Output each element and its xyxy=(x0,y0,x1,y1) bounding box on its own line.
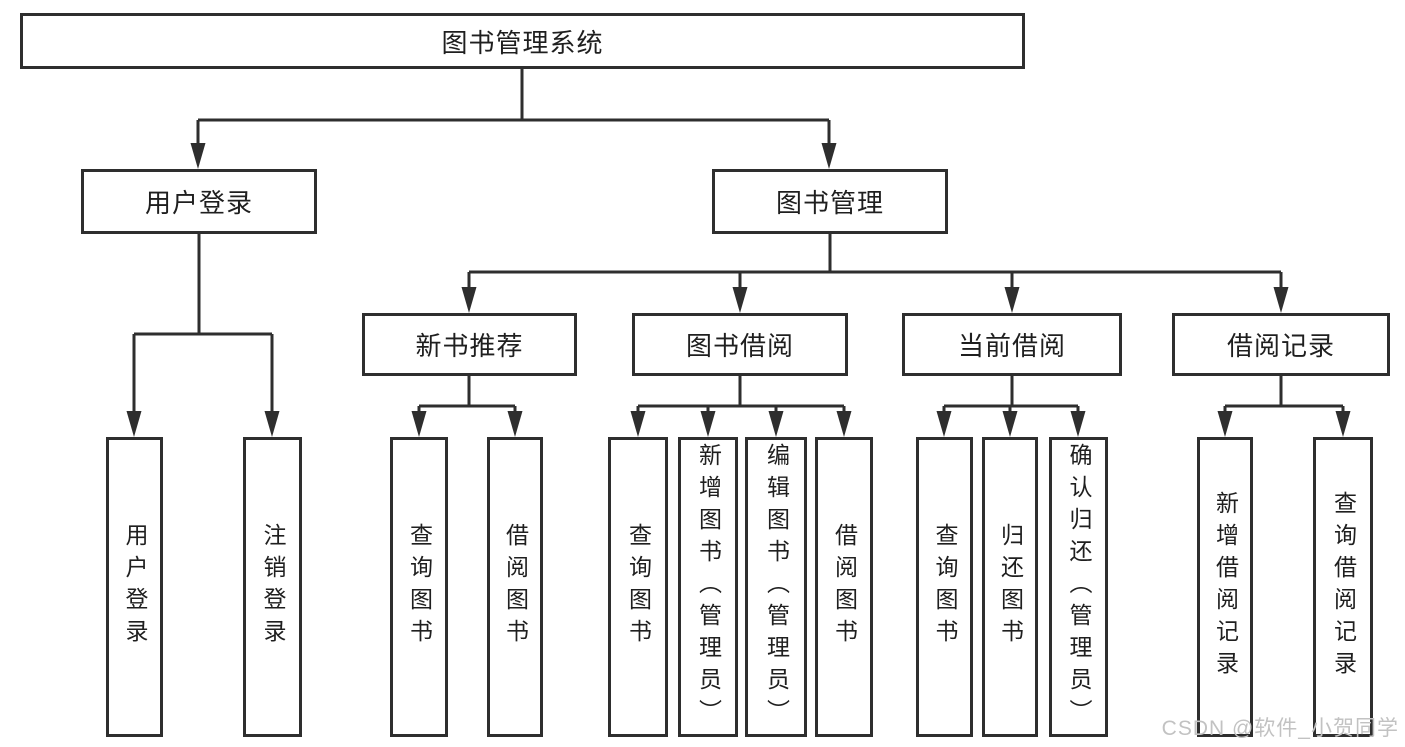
leaf-query-borrow-record-label: 查询借阅记录 xyxy=(1330,491,1357,683)
leaf-borrow-books-label: 借阅图书 xyxy=(831,523,858,651)
node-root-system: 图书管理系统 xyxy=(20,13,1025,69)
leaf-add-books-admin: 新增图书（管理员） xyxy=(678,437,738,737)
leaf-query-borrow-record: 查询借阅记录 xyxy=(1313,437,1373,737)
leaf-return-books: 归还图书 xyxy=(982,437,1038,737)
leaf-confirm-return-admin: 确认归还（管理员） xyxy=(1049,437,1108,737)
csdn-watermark: CSDN @软件_小贺同学 xyxy=(1161,717,1399,740)
leaf-borrow-query-books-label: 查询图书 xyxy=(625,523,652,651)
leaf-current-query-books: 查询图书 xyxy=(916,437,973,737)
leaf-add-borrow-record-label: 新增借阅记录 xyxy=(1212,491,1239,683)
leaf-logout: 注销登录 xyxy=(243,437,302,737)
node-borrow-records-label: 借阅记录 xyxy=(1226,331,1335,361)
node-user-login-branch: 用户登录 xyxy=(81,169,317,234)
leaf-add-borrow-record: 新增借阅记录 xyxy=(1197,437,1253,737)
leaf-logout-label: 注销登录 xyxy=(260,523,286,651)
leaf-recommend-borrow-books-label: 借阅图书 xyxy=(502,523,529,651)
leaf-edit-books-admin: 编辑图书（管理员） xyxy=(745,437,807,737)
leaf-edit-books-admin-label: 编辑图书（管理员） xyxy=(763,443,790,731)
node-new-book-recommend: 新书推荐 xyxy=(362,313,577,376)
leaf-borrow-books: 借阅图书 xyxy=(815,437,873,737)
leaf-recommend-query-books-label: 查询图书 xyxy=(406,523,433,651)
node-borrow-records: 借阅记录 xyxy=(1172,313,1390,376)
node-book-borrow-label: 图书借阅 xyxy=(685,331,794,361)
leaf-recommend-query-books: 查询图书 xyxy=(390,437,448,737)
leaf-user-login-label: 用户登录 xyxy=(122,523,148,651)
node-root-system-label: 图书管理系统 xyxy=(441,27,604,58)
leaf-current-query-books-label: 查询图书 xyxy=(932,523,958,651)
leaf-add-books-admin-label: 新增图书（管理员） xyxy=(695,443,722,731)
node-current-borrow-label: 当前借阅 xyxy=(957,331,1066,361)
node-book-borrow: 图书借阅 xyxy=(632,313,848,376)
leaf-user-login: 用户登录 xyxy=(106,437,163,737)
leaf-confirm-return-admin-label: 确认归还（管理员） xyxy=(1066,443,1092,731)
node-book-management-branch-label: 图书管理 xyxy=(775,188,884,218)
leaf-borrow-query-books: 查询图书 xyxy=(608,437,668,737)
leaf-recommend-borrow-books: 借阅图书 xyxy=(487,437,543,737)
leaf-return-books-label: 归还图书 xyxy=(997,523,1024,651)
node-user-login-branch-label: 用户登录 xyxy=(144,188,253,218)
node-current-borrow: 当前借阅 xyxy=(902,313,1122,376)
node-book-management-branch: 图书管理 xyxy=(712,169,948,234)
node-new-book-recommend-label: 新书推荐 xyxy=(415,331,524,361)
